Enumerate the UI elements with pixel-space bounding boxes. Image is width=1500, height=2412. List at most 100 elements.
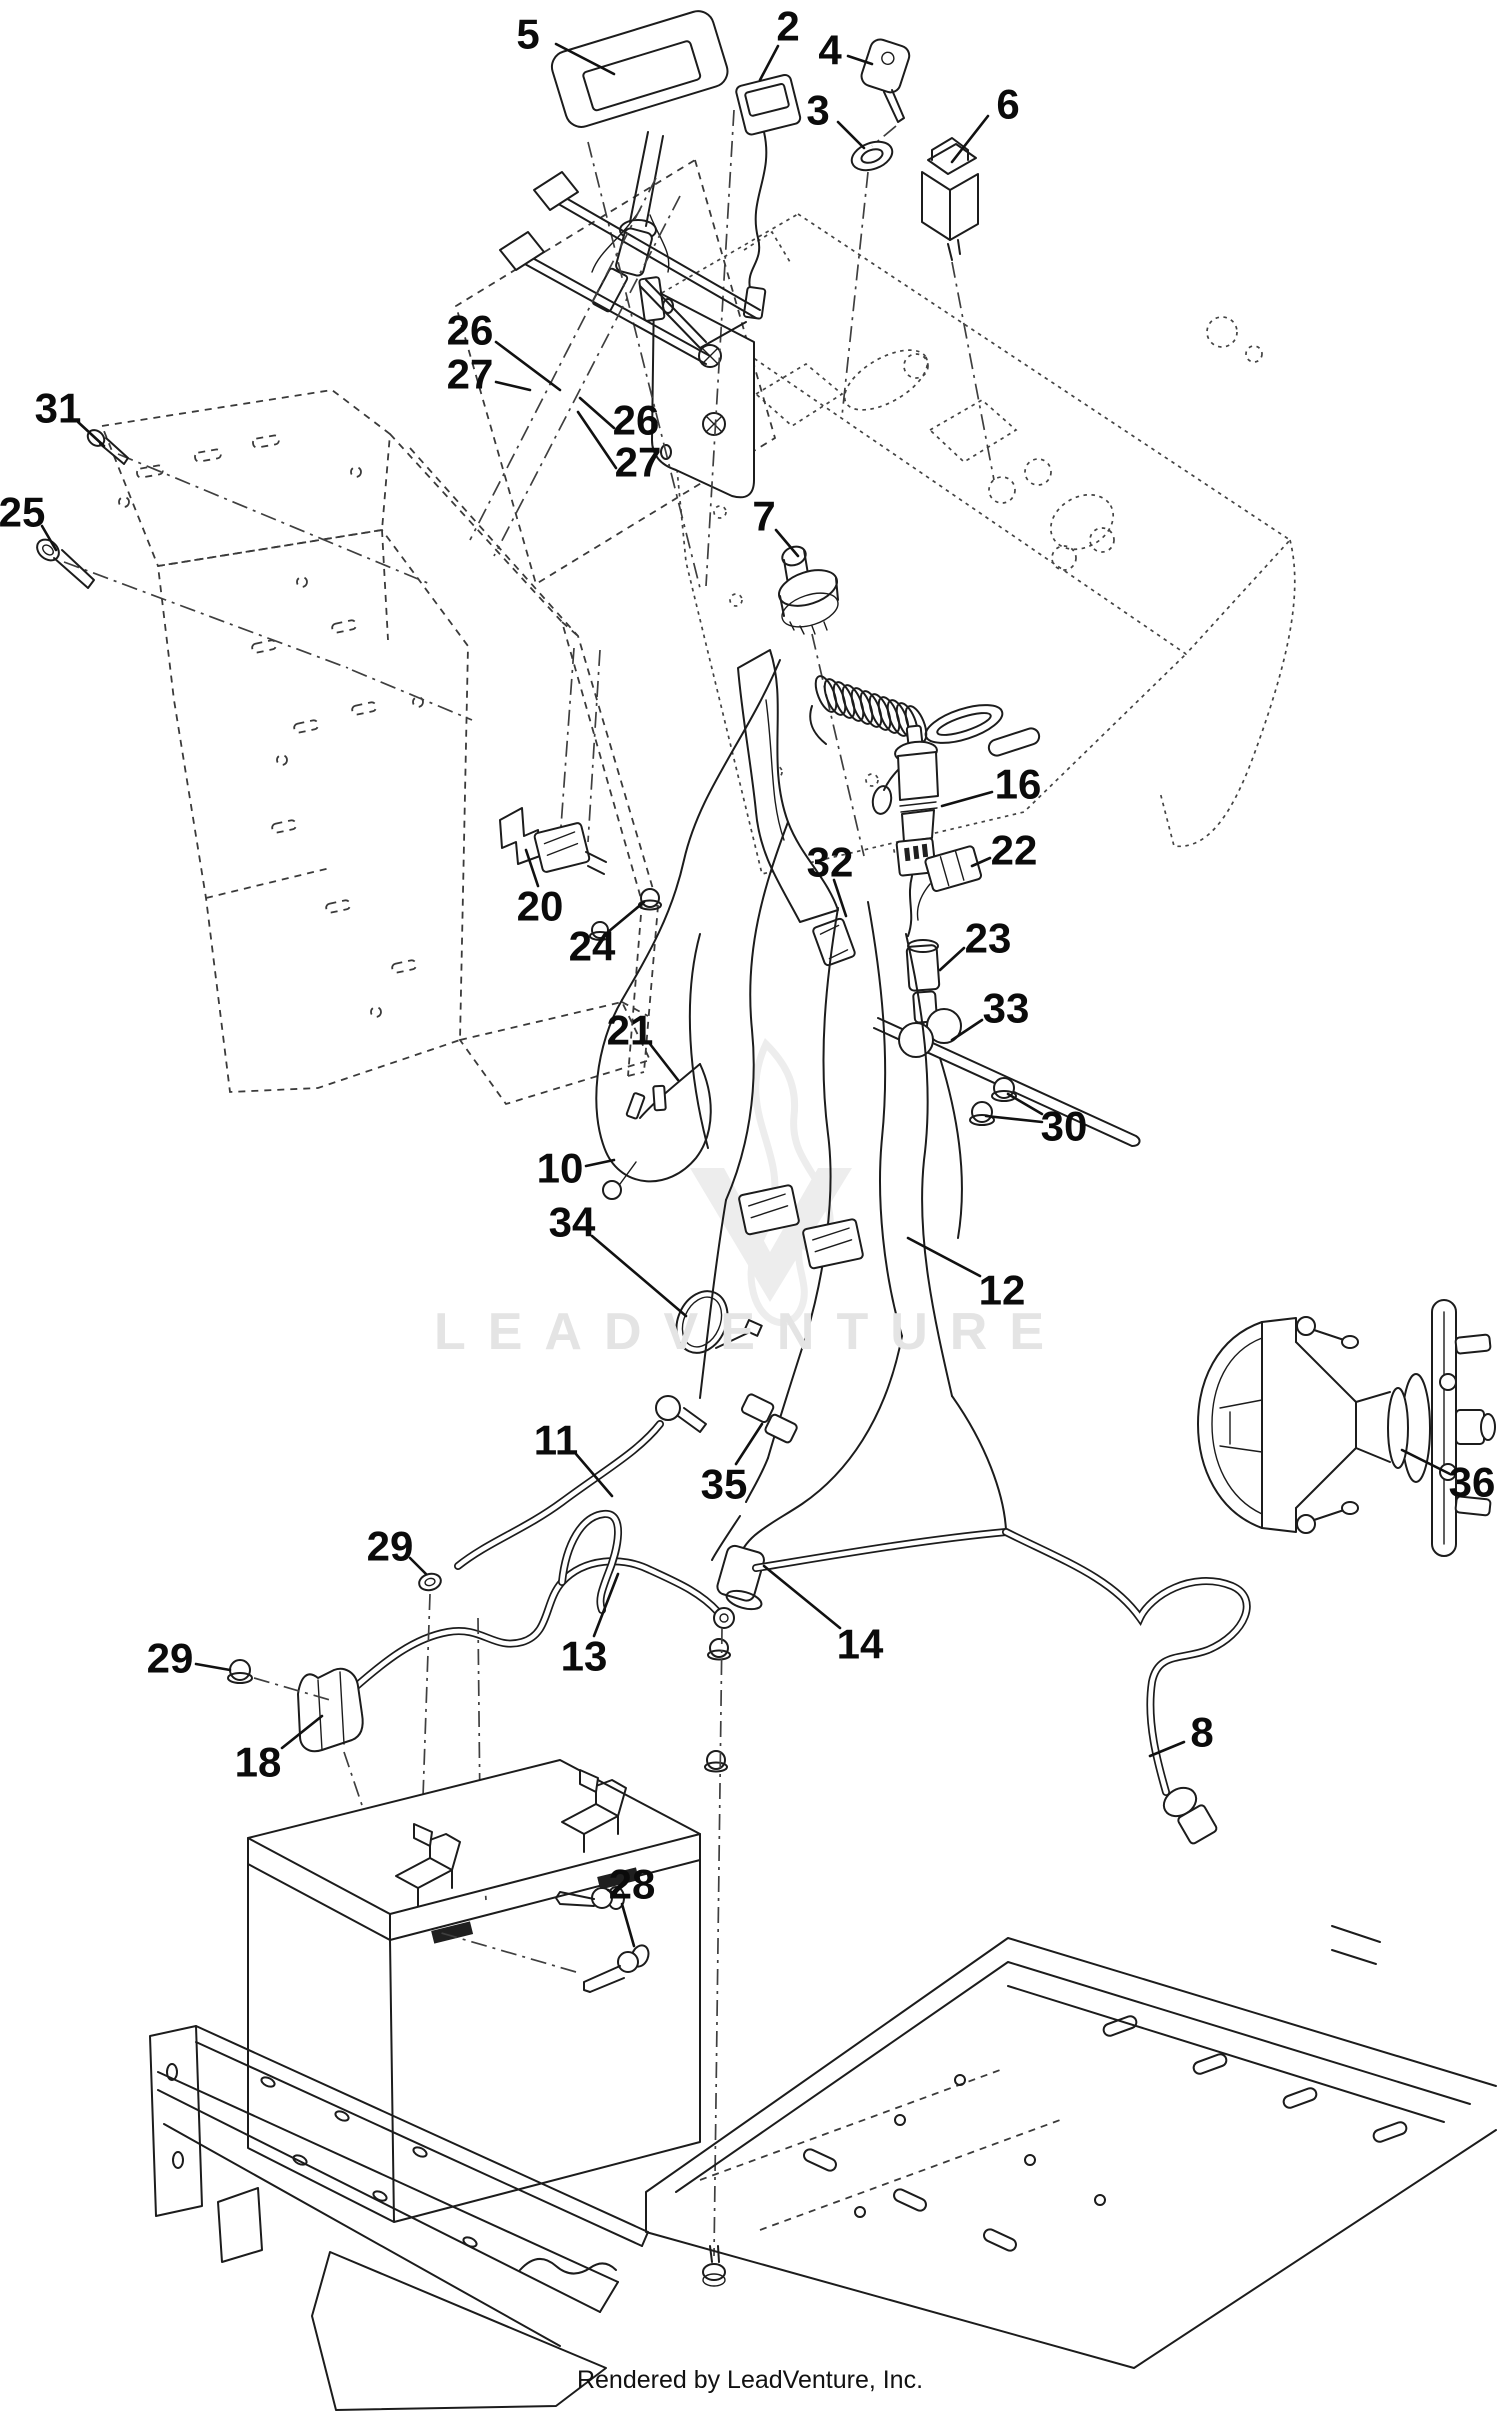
callout-leader-14 <box>762 1564 842 1630</box>
tether-switch-assembly <box>809 675 1041 937</box>
callout-leader-16 <box>940 790 994 808</box>
callout-leader-22 <box>970 856 992 868</box>
callout-leader-27 <box>576 410 618 470</box>
callout-leader-34 <box>590 1234 688 1318</box>
callout-leader-23 <box>938 946 966 972</box>
frame-left-rail <box>149 2025 649 2411</box>
callout-leader-29 <box>194 1662 232 1672</box>
callout-leader-33 <box>950 1018 984 1042</box>
wiring-harness <box>595 659 1007 1561</box>
callout-label-25: 25 <box>0 489 45 536</box>
callout-label-27: 27 <box>615 439 662 486</box>
callout-label-31: 31 <box>35 385 82 432</box>
battery <box>247 1759 701 2223</box>
callout-leader-28 <box>620 1902 636 1948</box>
projection-lines <box>343 1593 723 2257</box>
rocker-switch <box>921 137 995 481</box>
callout-label-10: 10 <box>537 1145 584 1192</box>
callout-label-21: 21 <box>607 1007 654 1054</box>
key <box>841 38 911 417</box>
callout-label-3: 3 <box>806 87 829 134</box>
fuse-35 <box>741 1393 798 1444</box>
callout-leader-27 <box>494 380 532 392</box>
callout-leader-25 <box>40 524 58 552</box>
callout-leader-31 <box>76 420 106 448</box>
callout-leader-11 <box>574 1452 614 1498</box>
column-shroud <box>737 649 839 923</box>
callout-label-23: 23 <box>965 915 1012 962</box>
callout-leader-29 <box>408 1556 428 1576</box>
frame-deck <box>645 1925 1497 2369</box>
callout-label-12: 12 <box>979 1267 1026 1314</box>
nut-29 <box>227 1659 331 1701</box>
callout-label-16: 16 <box>995 761 1042 808</box>
wheel-hub-36 <box>1197 1299 1496 1557</box>
battery-cable-13 <box>348 1510 735 1694</box>
callout-leader-18 <box>280 1714 324 1750</box>
harness-bolt <box>655 1395 707 1433</box>
callout-label-36: 36 <box>1449 1459 1496 1506</box>
callout-label-7: 7 <box>752 493 775 540</box>
callout-label-11: 11 <box>534 1417 578 1464</box>
callout-leader-35 <box>734 1422 764 1466</box>
boot-14 <box>716 1544 765 1611</box>
callout-leader-5 <box>554 42 616 76</box>
callout-label-29: 29 <box>367 1523 414 1570</box>
callout-label-4: 4 <box>818 27 842 74</box>
callout-label-13: 13 <box>561 1633 608 1680</box>
mounting-plate <box>651 289 755 499</box>
callout-leader-26 <box>578 396 616 430</box>
callout-leader-24 <box>606 900 646 934</box>
callout-leader-8 <box>1148 1740 1186 1758</box>
callout-leader-6 <box>950 114 990 164</box>
callout-label-6: 6 <box>996 81 1019 128</box>
callout-leader-36 <box>1400 1448 1452 1476</box>
callout-leader-28 <box>606 1888 622 1899</box>
ring-nut <box>850 140 894 172</box>
footer-credit: Rendered by LeadVenture, Inc. <box>576 2366 924 2394</box>
bolt-25 <box>36 538 95 589</box>
wire-8 <box>1002 1528 1251 1845</box>
nut-24 <box>589 888 662 941</box>
battery-terminal-positive <box>395 1823 474 1944</box>
callout-label-26: 26 <box>447 307 494 354</box>
washer-29 <box>418 1572 442 1592</box>
callout-leader-4 <box>846 54 874 66</box>
callout-leader-30 <box>1006 1092 1044 1116</box>
callout-label-22: 22 <box>991 827 1038 874</box>
callout-label-33: 33 <box>983 985 1030 1032</box>
callout-leader-13 <box>592 1572 620 1638</box>
callout-leader-12 <box>906 1236 982 1278</box>
callout-leader-20 <box>524 848 540 888</box>
callout-label-27: 27 <box>447 351 494 398</box>
callout-leader-26 <box>494 340 562 392</box>
callout-leader-30 <box>984 1114 1044 1124</box>
callout-label-35: 35 <box>701 1461 748 1508</box>
callout-leader-32 <box>832 878 848 918</box>
callout-label-5: 5 <box>516 11 539 58</box>
frame-bolt <box>702 2245 726 2287</box>
callout-label-28: 28 <box>609 1861 656 1908</box>
control-levers <box>469 171 761 843</box>
ignition-switch <box>778 545 865 857</box>
callout-leader-10 <box>584 1158 616 1168</box>
harness-trunk-11 <box>454 1420 1010 1572</box>
callout-label-30: 30 <box>1041 1103 1088 1150</box>
callout-leader-2 <box>758 44 780 82</box>
callout-leader-7 <box>774 528 800 558</box>
callout-label-32: 32 <box>807 839 854 886</box>
display-module <box>735 73 802 320</box>
callout-label-18: 18 <box>235 1739 282 1786</box>
watermark-text: LEADVENTURE <box>433 1303 1067 1361</box>
callout-label-24: 24 <box>569 923 616 970</box>
callout-label-8: 8 <box>1190 1709 1213 1756</box>
hour-meter <box>550 10 735 589</box>
callout-label-29: 29 <box>147 1635 194 1682</box>
callout-label-26: 26 <box>613 397 660 444</box>
relay-bracket-20 <box>499 807 607 875</box>
console-bracket-tower <box>63 389 659 1106</box>
connector-22 <box>916 845 983 921</box>
